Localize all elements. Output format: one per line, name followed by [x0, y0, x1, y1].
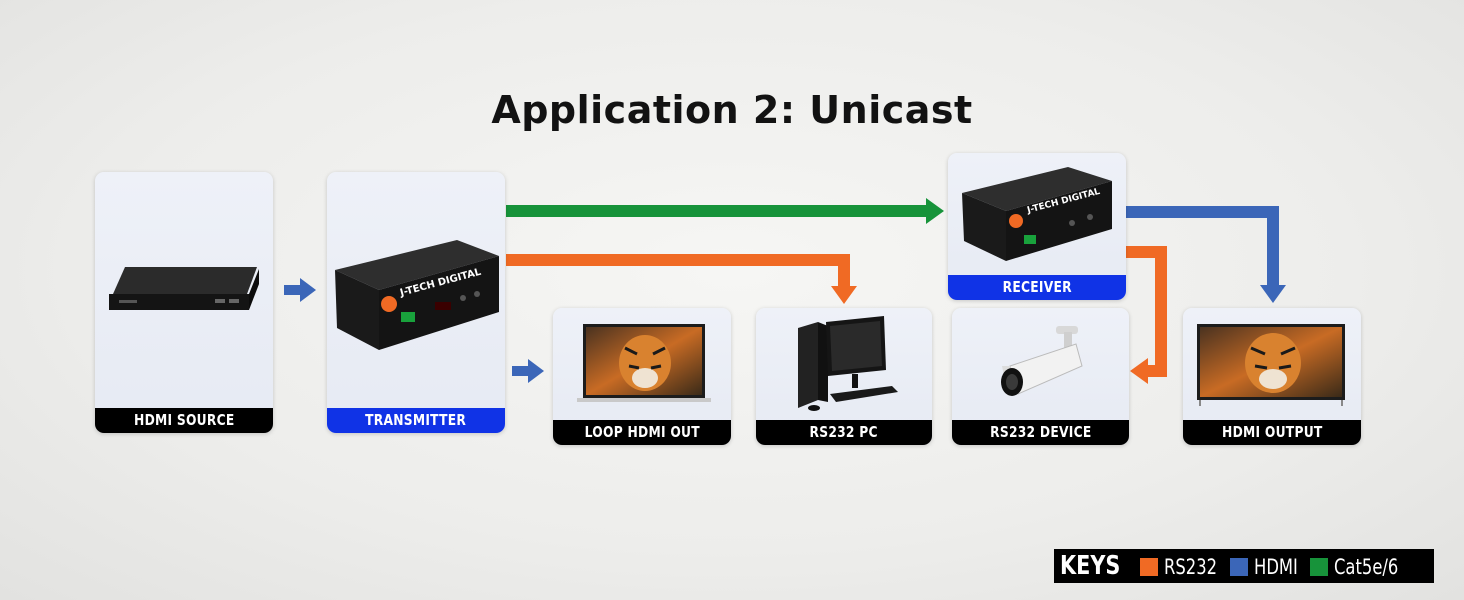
receiver-device-icon: J-TECH DIGITAL [962, 167, 1112, 261]
legend-label-hdmi: HDMI [1254, 555, 1298, 579]
rs232-line-transmitter-to-pc [506, 254, 857, 304]
security-camera-icon [1001, 326, 1083, 396]
diagram-title: Application 2: Unicast [491, 88, 973, 132]
hdmi-swatch [1230, 558, 1248, 576]
display-tiger-icon [1197, 324, 1345, 406]
legend-label-cat: Cat5e/6 [1334, 555, 1399, 579]
hdmi-arrow-source-to-transmitter [284, 278, 316, 302]
legend-label-rs232: RS232 [1164, 555, 1218, 579]
rs232-swatch [1140, 558, 1158, 576]
loop-hdmi-out-card: LOOP HDMI OUT [553, 308, 731, 445]
rs232-pc-card: RS232 PC [756, 308, 932, 445]
transmitter-label: TRANSMITTER [327, 408, 505, 433]
cat-line-transmitter-to-receiver [506, 198, 944, 224]
blu-ray-player-icon [109, 267, 259, 310]
receiver-label: RECEIVER [948, 275, 1126, 300]
tv-tiger-icon [577, 324, 711, 402]
desktop-computer-icon [798, 316, 898, 411]
rs232-device-label: RS232 DEVICE [952, 420, 1129, 445]
receiver-card: J-TECH DIGITAL RECEIVER [948, 153, 1126, 300]
legend-keys: KEYS RS232 HDMI Cat5e/6 [1054, 549, 1434, 583]
hdmi-output-label: HDMI OUTPUT [1183, 420, 1361, 445]
transmitter-card: J-TECH DIGITAL TRANSMITTER [327, 172, 505, 433]
hdmi-source-card: HDMI SOURCE [95, 172, 273, 433]
hdmi-line-receiver-to-output [1126, 206, 1286, 303]
hdmi-arrow-transmitter-to-loop [512, 359, 544, 383]
legend-title: KEYS [1060, 551, 1121, 581]
rs232-line-receiver-to-device [1126, 246, 1167, 384]
hdmi-output-card: HDMI OUTPUT [1183, 308, 1361, 445]
cat-swatch [1310, 558, 1328, 576]
rs232-pc-label: RS232 PC [756, 420, 932, 445]
transmitter-device-icon: J-TECH DIGITAL [335, 240, 499, 350]
hdmi-source-label: HDMI SOURCE [95, 408, 273, 433]
rs232-device-card: RS232 DEVICE [952, 308, 1129, 445]
loop-hdmi-out-label: LOOP HDMI OUT [553, 420, 731, 445]
